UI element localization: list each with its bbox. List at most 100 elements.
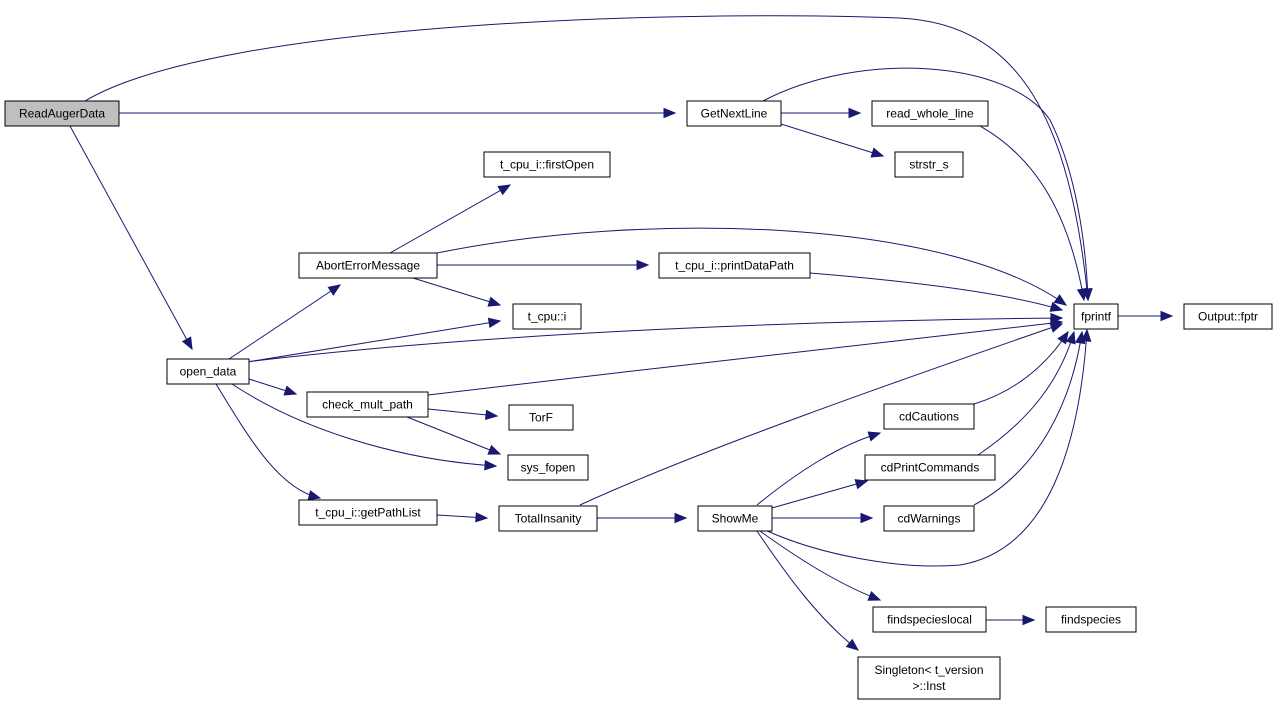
node-cdprintcommands-label: cdPrintCommands	[881, 461, 980, 475]
node-open-data-label: open_data	[180, 365, 237, 379]
arrowhead-icon	[327, 284, 342, 296]
node-output-fptr[interactable]: Output::fptr	[1183, 303, 1273, 330]
arrowhead-icon	[848, 107, 862, 119]
node-getnextline-label: GetNextLine	[701, 107, 768, 121]
node-singleton-inst[interactable]: Singleton< t_version >::Inst	[857, 656, 1001, 700]
edge-showme-cdcautions	[756, 431, 882, 506]
edge-getnextline-strstr-s	[780, 123, 885, 158]
node-cdwarnings[interactable]: cdWarnings	[883, 505, 975, 532]
arrowhead-icon	[1057, 330, 1069, 345]
edge-abort-fprintf	[436, 227, 1068, 306]
edge-abort-tcpu-i	[412, 277, 502, 307]
node-sys-fopen[interactable]: sys_fopen	[507, 454, 589, 481]
call-graph-nodes: ReadAugerData GetNextLine read_whole_lin…	[4, 100, 1273, 700]
arrowhead-icon	[1049, 322, 1064, 333]
node-tcpu-i-getpathlist[interactable]: t_cpu_i::getPathList	[298, 499, 438, 526]
node-findspecies-label: findspecies	[1061, 613, 1121, 627]
arrowhead-icon	[484, 459, 498, 471]
edge-opendata-check-mult-path	[248, 378, 298, 396]
node-totalinsanity[interactable]: TotalInsanity	[498, 505, 598, 532]
arrowhead-icon	[475, 512, 489, 523]
node-tcpu-i-firstopen-label: t_cpu_i::firstOpen	[500, 158, 594, 172]
node-sys-fopen-label: sys_fopen	[521, 461, 576, 475]
arrowhead-icon	[1160, 310, 1174, 322]
node-tcpu-i-printdatapath[interactable]: t_cpu_i::printDataPath	[658, 252, 811, 279]
arrowhead-icon	[497, 184, 512, 196]
arrowhead-icon	[1076, 287, 1088, 302]
node-cdcautions[interactable]: cdCautions	[883, 403, 975, 430]
node-showme-label: ShowMe	[712, 512, 759, 526]
edge-opendata-abort	[228, 284, 342, 360]
edge-totalinsanity-fprintf	[579, 322, 1064, 506]
arrowhead-icon	[283, 385, 298, 396]
node-fprintf[interactable]: fprintf	[1073, 303, 1119, 330]
node-tcpu-i-label: t_cpu::i	[528, 310, 567, 324]
edge-checkmultpath-sys-fopen	[401, 414, 502, 455]
arrowhead-icon	[487, 296, 502, 307]
edge-abort-printdatapath	[437, 259, 650, 271]
node-open-data[interactable]: open_data	[166, 358, 250, 385]
edge-checkmultpath-torf	[427, 408, 499, 421]
node-cdprintcommands[interactable]: cdPrintCommands	[864, 454, 996, 481]
arrowhead-icon	[845, 638, 860, 651]
arrowhead-icon	[860, 512, 874, 524]
arrowhead-icon	[487, 444, 502, 455]
node-strstr-s[interactable]: strstr_s	[894, 151, 964, 178]
node-tcpu-i[interactable]: t_cpu::i	[512, 303, 582, 330]
arrowhead-icon	[674, 512, 688, 524]
node-aborterrormessage[interactable]: AbortErrorMessage	[298, 252, 438, 279]
edge-opendata-sys-fopen	[228, 381, 498, 471]
node-cdcautions-label: cdCautions	[899, 410, 959, 424]
edge-opendata-fprintf	[228, 312, 1064, 365]
node-tcpu-i-firstopen[interactable]: t_cpu_i::firstOpen	[483, 151, 611, 178]
edge-read-whole-line-fprintf	[979, 125, 1088, 302]
call-graph-edges	[69, 15, 1174, 651]
node-fprintf-label: fprintf	[1081, 310, 1112, 324]
node-singleton-inst-label-line1: Singleton< t_version	[874, 663, 983, 677]
node-check-mult-path[interactable]: check_mult_path	[306, 391, 429, 418]
node-getnextline[interactable]: GetNextLine	[686, 100, 782, 127]
edge-readaugerdata-open-data	[69, 125, 193, 351]
edge-opendata-tcpu-i	[228, 317, 502, 366]
arrowhead-icon	[181, 336, 193, 351]
arrowhead-icon	[485, 409, 499, 421]
node-readaugerdata[interactable]: ReadAugerData	[4, 100, 120, 127]
node-singleton-inst-label-line2: >::Inst	[912, 679, 946, 693]
arrowhead-icon	[663, 107, 677, 119]
node-check-mult-path-label: check_mult_path	[322, 398, 413, 412]
node-tcpu-i-printdatapath-label: t_cpu_i::printDataPath	[675, 259, 794, 273]
node-readaugerdata-label: ReadAugerData	[19, 107, 105, 121]
arrowhead-icon	[1049, 301, 1064, 312]
edge-cdprintcommands-fprintf	[977, 330, 1076, 456]
edge-opendata-getpathlist	[215, 383, 322, 501]
node-torf[interactable]: TorF	[508, 404, 574, 431]
edge-printdatapath-fprintf	[809, 272, 1064, 312]
node-findspecies[interactable]: findspecies	[1045, 606, 1137, 633]
edge-abort-firstopen	[389, 184, 512, 254]
node-output-fptr-label: Output::fptr	[1198, 310, 1258, 324]
node-cdwarnings-label: cdWarnings	[898, 512, 961, 526]
edge-showme-cdwarnings	[772, 512, 874, 524]
node-findspecieslocal[interactable]: findspecieslocal	[872, 606, 987, 633]
arrowhead-icon	[307, 490, 322, 501]
node-strstr-s-label: strstr_s	[909, 158, 948, 172]
edge-fprintf-output-fptr	[1118, 310, 1174, 322]
edge-showme-cdprintcommands	[771, 479, 869, 509]
arrowhead-icon	[854, 479, 869, 490]
edge-cdwarnings-fprintf	[973, 330, 1086, 506]
node-aborterrormessage-label: AbortErrorMessage	[316, 259, 420, 273]
arrowhead-icon	[867, 431, 882, 442]
edge-getpathlist-totalinsanity	[436, 512, 489, 523]
arrowhead-icon	[487, 317, 502, 329]
node-findspecieslocal-label: findspecieslocal	[887, 613, 972, 627]
edge-cdcautions-fprintf	[973, 330, 1069, 405]
edge-getnextline-read-whole-line	[781, 107, 862, 119]
node-read-whole-line[interactable]: read_whole_line	[871, 100, 989, 127]
node-showme[interactable]: ShowMe	[697, 505, 773, 532]
arrowhead-icon	[1022, 614, 1036, 626]
edge-readaugerdata-getnextline	[119, 107, 677, 119]
arrowhead-icon	[636, 259, 650, 271]
edge-totalinsanity-showme	[597, 512, 688, 524]
arrowhead-icon	[1075, 330, 1086, 345]
